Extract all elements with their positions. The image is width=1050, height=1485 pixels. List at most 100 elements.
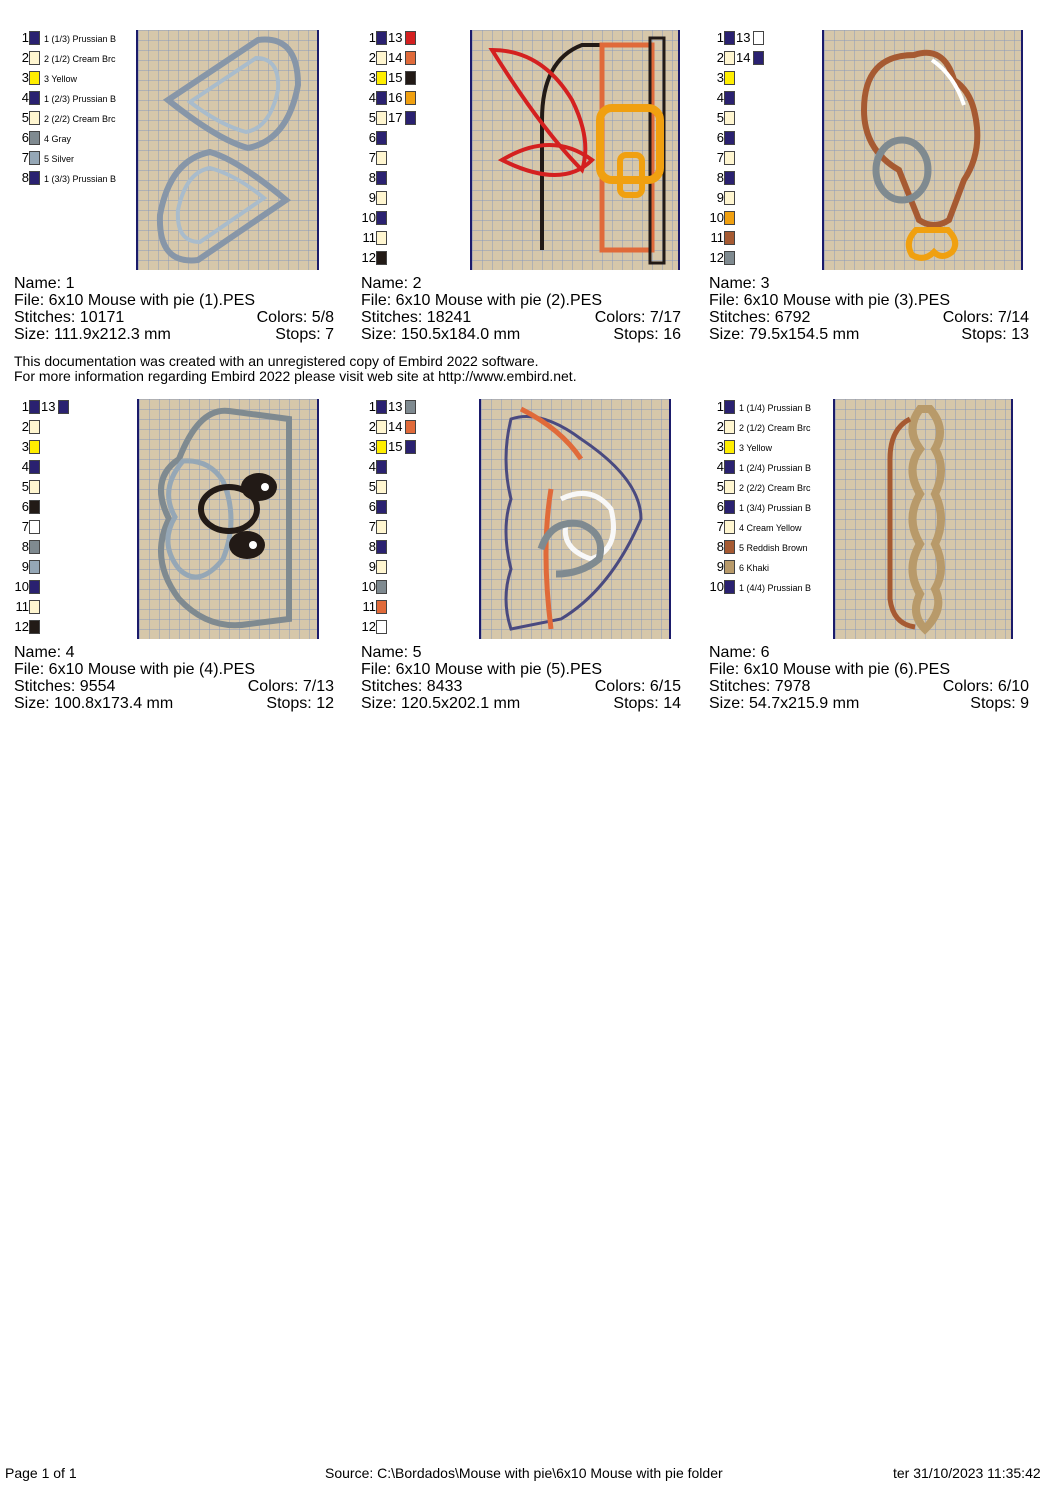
- legend-number: 9: [716, 559, 724, 574]
- legend-number: 9: [21, 559, 29, 574]
- design-size: Size: 79.5x154.5 mm: [709, 326, 860, 343]
- legend-number: 14: [736, 50, 751, 65]
- color-swatch: [724, 91, 735, 105]
- design-preview: [136, 30, 319, 270]
- stitch-count: Stitches: 10171: [14, 309, 125, 326]
- legend-row: 6: [361, 130, 486, 150]
- color-swatch: [405, 400, 416, 414]
- stop-count: Stops: 14: [613, 695, 681, 712]
- stitch-count: Stitches: 9554: [14, 678, 116, 695]
- color-swatch: [29, 580, 40, 594]
- legend-number: 11: [362, 230, 377, 245]
- legend-row: 8: [709, 170, 834, 190]
- color-swatch: [376, 31, 387, 45]
- legend-number: 6: [368, 499, 376, 514]
- legend-row: 7: [14, 519, 139, 539]
- color-swatch: [724, 131, 735, 145]
- legend-row: 12: [361, 619, 486, 639]
- color-swatch: [29, 151, 40, 165]
- color-swatch: [376, 191, 387, 205]
- legend-label: 1 (2/3) Prussian B: [44, 94, 117, 104]
- color-swatch: [724, 51, 735, 65]
- legend-number: 9: [368, 190, 376, 205]
- legend-number: 1: [368, 399, 376, 414]
- color-swatch: [376, 71, 387, 85]
- legend-number: 15: [388, 70, 403, 85]
- legend-number: 4: [21, 459, 29, 474]
- color-swatch: [376, 251, 387, 265]
- legend-number: 5: [716, 110, 724, 125]
- legend-label: 5 Reddish Brown: [739, 543, 808, 553]
- legend-number: 5: [21, 479, 29, 494]
- legend-number: 7: [21, 150, 29, 165]
- legend-number: 14: [388, 419, 403, 434]
- color-swatch: [724, 111, 735, 125]
- color-swatch: [724, 151, 735, 165]
- legend-row: 10: [361, 210, 486, 230]
- color-swatch: [724, 520, 735, 534]
- design-name: Name: 5: [361, 644, 422, 661]
- legend-row: 7: [361, 519, 486, 539]
- design-size: Size: 111.9x212.3 mm: [14, 326, 171, 343]
- legend-row: 10: [14, 579, 139, 599]
- color-swatch: [724, 540, 735, 554]
- color-swatch: [29, 420, 40, 434]
- legend-label: 2 (1/2) Cream Brc: [739, 423, 811, 433]
- color-swatch: [376, 51, 387, 65]
- legend-label: 1 (3/4) Prussian B: [739, 503, 812, 513]
- footer-source: Source: C:\Bordados\Mouse with pie\6x10 …: [325, 1465, 723, 1481]
- legend-number: 8: [368, 539, 376, 554]
- legend-row: 8: [14, 539, 139, 559]
- stitch-count: Stitches: 8433: [361, 678, 463, 695]
- stop-count: Stops: 16: [613, 326, 681, 343]
- legend-row: 10: [361, 579, 486, 599]
- color-swatch: [376, 560, 387, 574]
- legend-number: 10: [14, 579, 29, 594]
- legend-number: 1: [21, 30, 29, 45]
- legend-number: 12: [361, 619, 376, 634]
- legend-row: 10: [709, 210, 834, 230]
- design-file: File: 6x10 Mouse with pie (5).PES: [361, 661, 602, 678]
- legend-number: 7: [368, 150, 376, 165]
- design-name: Name: 1: [14, 275, 75, 292]
- color-swatch: [376, 111, 387, 125]
- legend-number: 1: [716, 399, 724, 414]
- unregistered-notice: This documentation was created with an u…: [14, 354, 577, 384]
- legend-number: 9: [716, 190, 724, 205]
- legend-number: 7: [716, 519, 724, 534]
- color-swatch: [724, 71, 735, 85]
- legend-number: 16: [388, 90, 403, 105]
- legend-number: 3: [21, 439, 29, 454]
- legend-number: 11: [710, 230, 725, 245]
- design-file: File: 6x10 Mouse with pie (2).PES: [361, 292, 602, 309]
- design-file: File: 6x10 Mouse with pie (3).PES: [709, 292, 950, 309]
- legend-label: 2 (2/2) Cream Brc: [739, 483, 811, 493]
- design-name: Name: 3: [709, 275, 770, 292]
- design-name: Name: 2: [361, 275, 422, 292]
- color-swatch: [29, 600, 40, 614]
- legend-number: 7: [716, 150, 724, 165]
- legend-number: 4: [368, 459, 376, 474]
- color-swatch: [376, 500, 387, 514]
- color-swatch: [724, 440, 735, 454]
- legend-number: 4: [716, 90, 724, 105]
- design-size: Size: 54.7x215.9 mm: [709, 695, 860, 712]
- notice-line-2: For more information regarding Embird 20…: [14, 368, 577, 384]
- legend-number: 11: [362, 599, 377, 614]
- color-swatch: [724, 500, 735, 514]
